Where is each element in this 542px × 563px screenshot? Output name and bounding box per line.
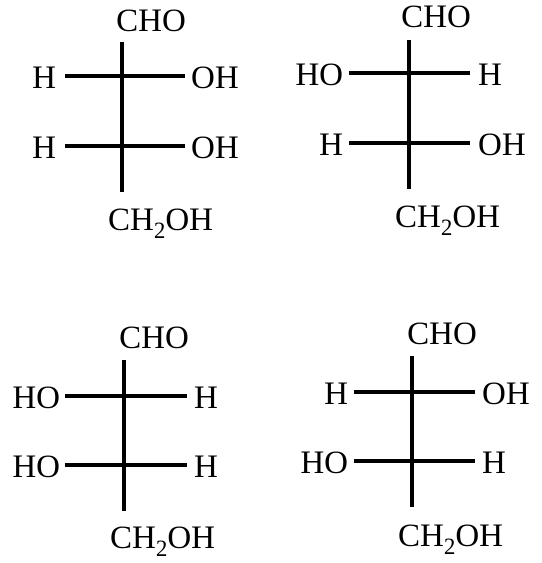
row-1-right-label: H [478,57,502,93]
top-group-label: CHO [401,0,471,35]
row-2-left-label: HO [12,449,60,485]
row-2-left-label: H [319,127,343,163]
row-1-left-label: HO [295,57,343,93]
row-2-right-label: OH [478,127,526,163]
bottom-group-label: CH2OH [108,202,213,243]
bottom-group-label: CH2OH [110,520,215,561]
row-2-right-label: OH [191,130,239,166]
fischer-projection-1: CHO H OH H OH CH2OH [32,3,239,243]
row-1-right-label: OH [191,60,239,96]
top-group-label: CHO [407,316,477,352]
row-1-left-label: HO [12,380,60,416]
fischer-projection-3: CHO HO H HO H CH2OH [12,320,218,561]
row-2-right-label: H [482,445,506,481]
row-1-left-label: H [324,376,348,412]
top-group-label: CHO [116,3,186,39]
fischer-projection-2: CHO HO H H OH CH2OH [295,0,525,240]
row-1-right-label: OH [482,376,530,412]
bottom-group-label: CH2OH [395,199,500,240]
row-2-left-label: HO [300,445,348,481]
top-group-label: CHO [119,320,189,356]
row-1-right-label: H [194,380,218,416]
bottom-group-label: CH2OH [398,518,503,559]
row-1-left-label: H [32,60,56,96]
fischer-projection-4: CHO H OH HO H CH2OH [300,316,529,559]
row-2-right-label: H [194,449,218,485]
row-2-left-label: H [32,130,56,166]
